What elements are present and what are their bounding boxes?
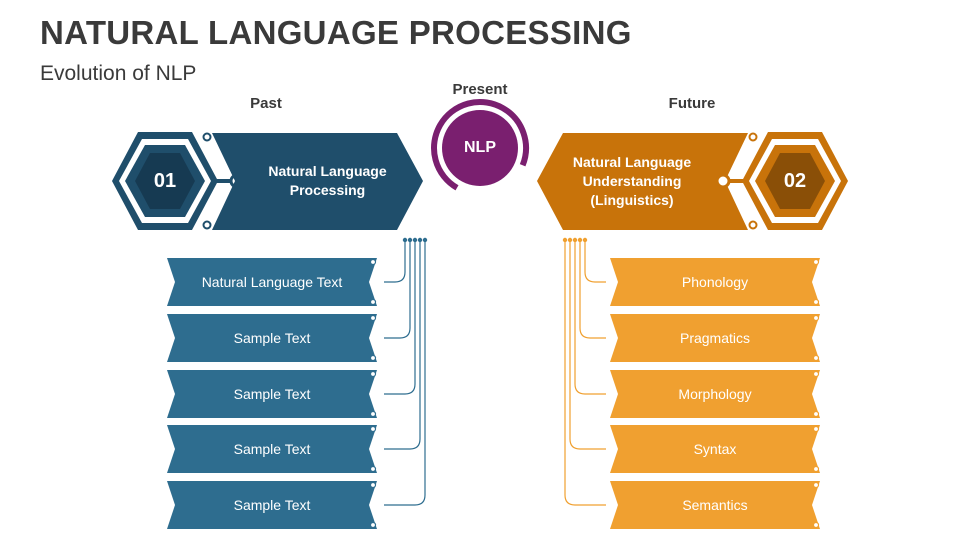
right-banner-line1: Natural Language [572, 153, 692, 170]
right-banner-line2: Understanding [582, 172, 682, 189]
left-item-label: Sample Text [233, 441, 311, 457]
left-banner-text: Natural Language Processing [250, 150, 405, 212]
left-connectors [384, 240, 426, 506]
left-item-ribbon: Natural Language Text [167, 258, 377, 306]
right-item-label: Semantics [682, 497, 748, 513]
right-hex-badge [715, 132, 848, 230]
nlp-label: NLP [464, 139, 496, 156]
label-past: Past [250, 95, 282, 112]
right-item-ribbon: Morphology [610, 370, 820, 418]
left-item-label: Natural Language Text [201, 274, 343, 290]
left-item-ribbon: Sample Text [167, 314, 377, 362]
right-item-label: Syntax [693, 441, 737, 457]
right-banner-text: Natural Language Understanding (Linguist… [552, 150, 712, 212]
left-item-label: Sample Text [233, 330, 311, 346]
left-item-ribbon: Sample Text [167, 370, 377, 418]
page-title: NATURAL LANGUAGE PROCESSING [40, 14, 632, 51]
right-item-label: Pragmatics [679, 330, 751, 346]
page-subtitle: Evolution of NLP [40, 62, 197, 85]
left-hex-badge [112, 132, 245, 230]
right-banner [537, 133, 748, 230]
right-item-ribbon: Semantics [610, 481, 820, 529]
left-hex-number: 01 [153, 169, 177, 192]
left-banner [212, 133, 423, 230]
right-banner-line3: (Linguistics) [590, 191, 674, 208]
left-banner-line2: Processing [289, 182, 366, 198]
right-item-label: Morphology [678, 386, 752, 402]
left-item-label: Sample Text [233, 497, 311, 513]
label-future: Future [668, 95, 716, 112]
right-item-ribbon: Pragmatics [610, 314, 820, 362]
left-item-ribbon: Sample Text [167, 481, 377, 529]
right-item-ribbon: Syntax [610, 425, 820, 473]
left-item-ribbon: Sample Text [167, 425, 377, 473]
right-hex-number: 02 [783, 169, 807, 192]
nlp-circle [430, 98, 530, 198]
left-item-label: Sample Text [233, 386, 311, 402]
right-item-label: Phonology [681, 274, 749, 290]
left-banner-line1: Natural Language [268, 163, 387, 179]
right-connectors [564, 240, 606, 506]
right-item-ribbon: Phonology [610, 258, 820, 306]
label-present: Present [452, 81, 508, 98]
